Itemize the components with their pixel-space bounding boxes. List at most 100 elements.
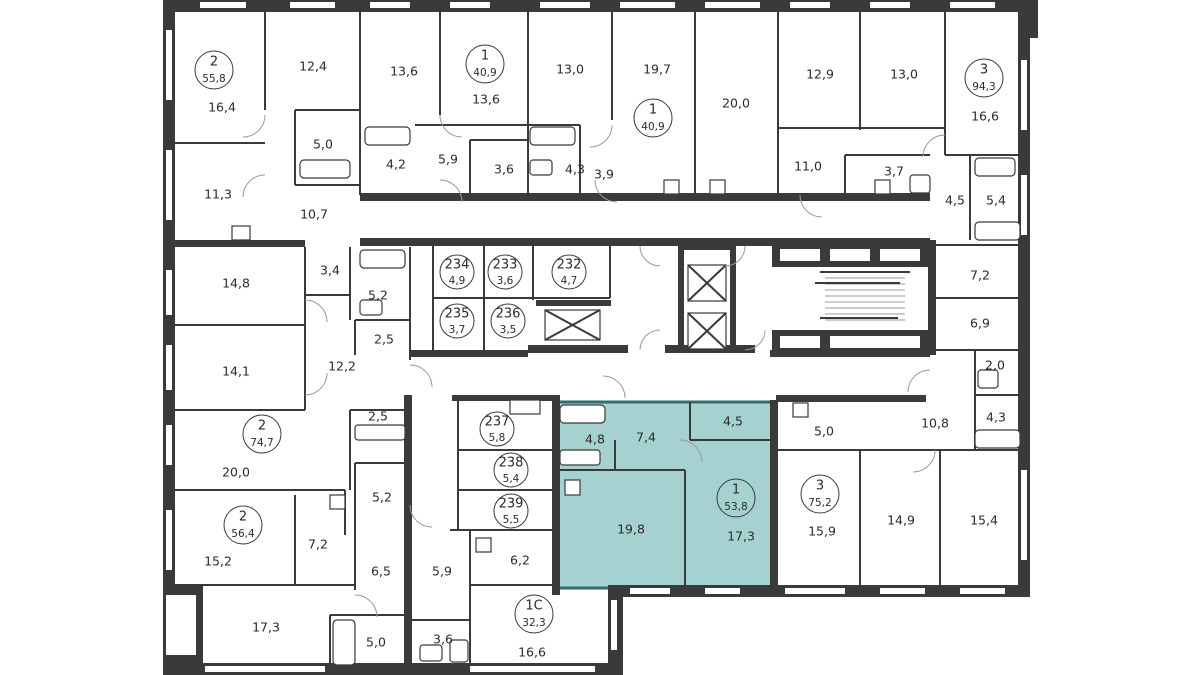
room-area: 5,9	[432, 564, 452, 579]
storage-number: 236	[496, 307, 521, 322]
room-area: 3,7	[884, 164, 904, 179]
storage-marker[interactable]: 232 4,7	[551, 254, 587, 290]
room-area: 2,5	[374, 332, 394, 347]
apartment-marker[interactable]: 3 75,2	[800, 474, 840, 514]
room-area: 13,6	[472, 92, 500, 107]
room-area: 15,2	[204, 554, 232, 569]
room-area: 16,6	[518, 645, 546, 660]
room-area: 14,9	[887, 513, 915, 528]
storage-area: 3,5	[500, 324, 517, 336]
room-area: 10,7	[300, 207, 328, 222]
room-area: 12,4	[299, 59, 327, 74]
room-area: 5,0	[814, 424, 834, 439]
apartment-area: 53,8	[724, 501, 747, 513]
room-area: 4,3	[986, 410, 1006, 425]
room-area: 13,0	[890, 67, 918, 82]
storage-number: 234	[445, 258, 470, 273]
storage-number: 238	[499, 456, 524, 471]
room-area: 14,1	[222, 364, 250, 379]
room-area: 7,4	[636, 430, 656, 445]
room-area: 5,9	[438, 152, 458, 167]
apartment-area: 55,8	[202, 73, 225, 85]
room-area: 17,3	[252, 620, 280, 635]
storage-number: 232	[557, 258, 582, 273]
room-labels: 16,4 12,4 13,6 13,6 13,0 19,7 20,0 12,9 …	[204, 59, 1006, 660]
partitions	[175, 12, 1018, 665]
storage-markers: 234 4,9 233 3,6 232 4,7 235 3,7 236 3,5 …	[439, 254, 587, 529]
apartment-rooms: 1	[481, 49, 489, 64]
apartment-marker[interactable]: 3 94,3	[964, 58, 1004, 98]
room-area: 4,2	[386, 157, 406, 172]
room-area: 12,9	[806, 67, 834, 82]
storage-number: 237	[485, 415, 510, 430]
storage-marker[interactable]: 233 3,6	[487, 254, 523, 290]
room-area: 6,2	[510, 553, 530, 568]
apartment-area: 94,3	[972, 81, 995, 93]
apartment-marker[interactable]: 1С 32,3	[514, 594, 554, 634]
storage-number: 235	[445, 307, 470, 322]
room-area: 16,6	[971, 109, 999, 124]
room-area: 13,6	[390, 64, 418, 79]
room-area: 7,2	[970, 268, 990, 283]
apartment-rooms: 2	[239, 510, 247, 525]
room-area: 5,0	[313, 137, 333, 152]
apartment-marker[interactable]: 1 40,9	[465, 44, 505, 84]
storage-marker[interactable]: 235 3,7	[439, 303, 475, 339]
apartment-marker[interactable]: 2 74,7	[242, 414, 282, 454]
room-area: 17,3	[727, 529, 755, 544]
storage-marker[interactable]: 236 3,5	[490, 303, 526, 339]
storage-marker[interactable]: 239 5,5	[493, 493, 529, 529]
room-area: 4,8	[585, 432, 605, 447]
room-area: 2,5	[368, 409, 388, 424]
room-area: 4,3	[565, 162, 585, 177]
outer-walls	[163, 0, 1038, 675]
storage-marker[interactable]: 238 5,4	[493, 452, 529, 488]
storage-number: 233	[493, 258, 518, 273]
storage-marker[interactable]: 237 5,8	[479, 411, 515, 447]
storage-area: 3,6	[497, 275, 514, 287]
apartment-marker[interactable]: 2 55,8	[194, 50, 234, 90]
elevator-core	[536, 243, 930, 354]
room-area: 3,6	[494, 162, 514, 177]
room-area: 6,9	[970, 316, 990, 331]
room-area: 2,0	[985, 358, 1005, 373]
room-area: 3,9	[594, 167, 614, 182]
room-area: 19,7	[643, 62, 671, 77]
apartment-area: 75,2	[808, 497, 831, 509]
room-area: 12,2	[328, 359, 356, 374]
room-area: 10,8	[921, 416, 949, 431]
apartment-area: 74,7	[250, 437, 273, 449]
room-area: 16,4	[208, 100, 236, 115]
stairs	[815, 271, 910, 321]
room-area: 3,4	[320, 263, 340, 278]
room-area: 5,0	[366, 635, 386, 650]
apartment-area: 40,9	[473, 67, 496, 79]
apartment-rooms: 1	[732, 483, 740, 498]
apartment-rooms: 1С	[525, 599, 542, 614]
apartment-marker[interactable]: 1 40,9	[633, 98, 673, 138]
storage-area: 5,5	[503, 514, 520, 526]
doors	[242, 114, 946, 618]
room-area: 4,5	[945, 193, 965, 208]
apartment-area: 32,3	[522, 617, 545, 629]
room-area: 13,0	[556, 62, 584, 77]
apartment-rooms: 3	[816, 479, 824, 494]
apartment-rooms: 3	[980, 63, 988, 78]
room-area: 5,2	[372, 490, 392, 505]
room-area: 5,4	[986, 193, 1006, 208]
room-area: 19,8	[617, 522, 645, 537]
storage-area: 5,4	[503, 473, 520, 485]
room-area: 5,2	[368, 288, 388, 303]
apartment-rooms: 1	[649, 103, 657, 118]
apartment-rooms: 2	[210, 55, 218, 70]
apartment-area: 40,9	[641, 121, 664, 133]
storage-area: 5,8	[489, 432, 506, 444]
apartment-marker-selected[interactable]: 1 53,8	[716, 478, 756, 518]
room-area: 4,5	[723, 414, 743, 429]
room-area: 14,8	[222, 276, 250, 291]
room-area: 20,0	[222, 465, 250, 480]
apartment-marker[interactable]: 2 56,4	[223, 505, 263, 545]
storage-marker[interactable]: 234 4,9	[439, 254, 475, 290]
room-area: 11,3	[204, 187, 232, 202]
